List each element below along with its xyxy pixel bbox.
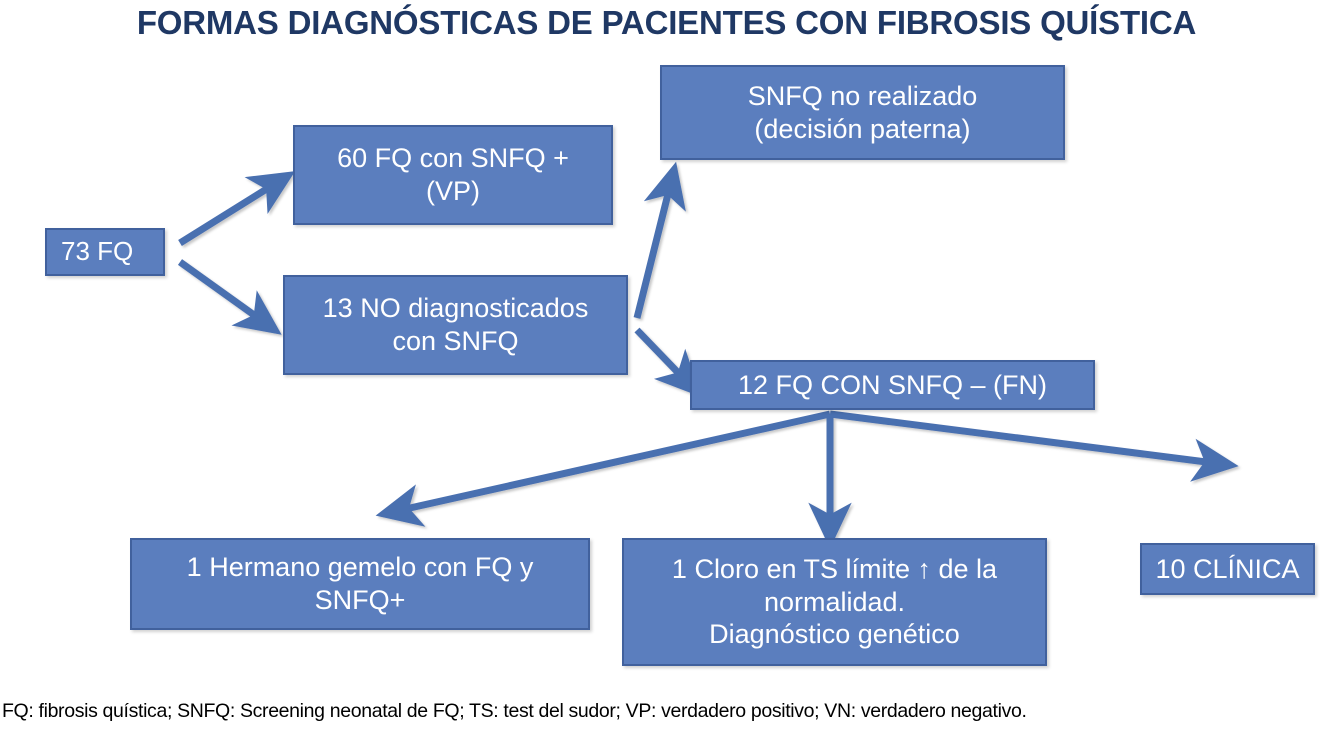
node-twin-sibling[interactable]: 1 Hermano gemelo con FQ y SNFQ+	[130, 538, 590, 630]
node-false-negative[interactable]: 12 FQ CON SNFQ – (FN)	[690, 360, 1095, 410]
node-label: 1 Cloro en TS límite ↑ de la normalidad.…	[671, 553, 998, 650]
node-total-fq[interactable]: 73 FQ	[45, 228, 165, 276]
node-label: 12 FQ CON SNFQ – (FN)	[737, 369, 1048, 400]
page-title: FORMAS DIAGNÓSTICAS DE PACIENTES CON FIB…	[136, 4, 1197, 41]
node-label: 73 FQ	[61, 236, 134, 267]
node-chloride-genetic[interactable]: 1 Cloro en TS límite ↑ de la normalidad.…	[622, 538, 1047, 666]
arrow-total-to-nodiag	[177, 259, 282, 335]
node-label: SNFQ no realizado (decisión paterna)	[747, 80, 978, 144]
node-not-diagnosed[interactable]: 13 NO diagnosticados con SNFQ	[283, 275, 628, 375]
arrow-total-to-vp	[178, 171, 296, 246]
arrow-nodiag-to-fn	[634, 327, 702, 398]
arrow-fn-to-hermano	[375, 410, 831, 527]
node-label: 13 NO diagnosticados con SNFQ	[322, 293, 589, 356]
node-label: 1 Hermano gemelo con FQ y SNFQ+	[186, 552, 534, 615]
node-snfq-not-done[interactable]: SNFQ no realizado (decisión paterna)	[660, 65, 1065, 160]
node-true-positive[interactable]: 60 FQ con SNFQ + (VP)	[293, 125, 613, 225]
arrow-nodiag-to-snfqno	[633, 161, 686, 319]
figure-caption: FQ: fibrosis quística; SNFQ: Screening n…	[2, 700, 1027, 722]
arrow-fn-to-clinica	[829, 410, 1239, 482]
node-label: 60 FQ con SNFQ + (VP)	[337, 143, 569, 206]
node-label: 10 CLÍNICA	[1155, 553, 1300, 584]
node-clinical[interactable]: 10 CLÍNICA	[1140, 543, 1315, 595]
